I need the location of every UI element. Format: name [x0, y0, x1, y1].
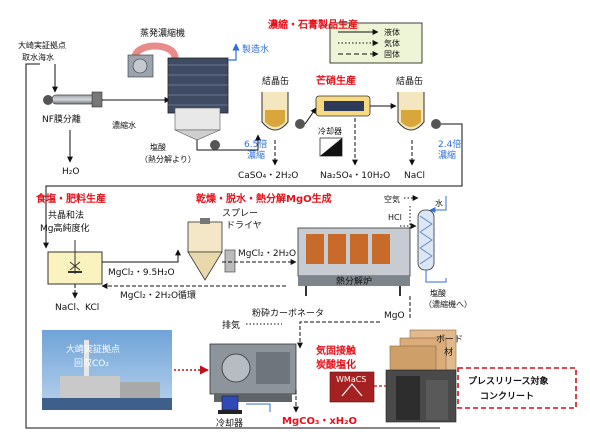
concentration-section-title: 濃縮・石膏製品生産	[268, 18, 358, 31]
salt-to-spray-line	[102, 249, 181, 263]
source-label-1: 大崎実証拠点	[18, 40, 66, 50]
legend-gas: 気体	[384, 38, 400, 48]
conc-water-label: 濃縮水	[112, 120, 136, 130]
legend-liquid: 液体	[384, 27, 400, 37]
crushed-label: 粉砕カーボネータ	[252, 307, 324, 319]
ratio2-line1: 2.4倍	[438, 138, 461, 150]
spray-label-1: スプレー	[222, 208, 258, 219]
pump-icon-3	[431, 119, 441, 129]
hcl-label: HCl	[388, 213, 402, 222]
legend-solid: 固体	[384, 49, 400, 59]
water-line	[429, 196, 447, 213]
carbonator-unit	[209, 343, 297, 402]
cooler-bottom-unit	[218, 395, 242, 414]
crystallizer-1	[261, 92, 289, 131]
water-label: 水	[435, 198, 443, 208]
pyrolysis-furnace	[297, 227, 411, 296]
mgcl2-95-label: MgCl₂・9.5H₂O	[108, 268, 175, 278]
evaporator-unit	[127, 42, 229, 141]
source-label-2: 取水海水	[22, 52, 54, 62]
caso4-label: CaSO₄・2H₂O	[238, 171, 298, 181]
wmacs-label: WMaCS	[336, 375, 366, 384]
seawater-loop-line	[25, 63, 440, 429]
product-water-label: 製造水	[242, 43, 269, 55]
mgcl2-2-label: MgCl₂・2H₂O	[238, 249, 296, 259]
salt-tank	[47, 240, 103, 285]
pump-icon-2	[295, 119, 305, 129]
mgo-to-carbonator-line	[297, 321, 380, 349]
nf-membrane-unit	[43, 91, 103, 108]
recycle-label: MgCl₂・2H₂O循環	[120, 289, 196, 301]
hcl-out-1: 塩酸	[430, 288, 446, 298]
crystallizer-2	[397, 92, 425, 131]
cooler-top-label: 冷却器	[318, 126, 342, 136]
carbonation-title-1: 気固接触	[315, 344, 356, 357]
air-label: 空気	[384, 194, 400, 204]
ratio1-line1: 6.5倍	[244, 138, 267, 150]
photo-label-2: 回収CO₂	[74, 357, 109, 369]
release-label-1: プレスリリース対象	[468, 375, 549, 387]
exhaust-label: 排気	[222, 319, 240, 331]
absorption-column	[417, 209, 435, 271]
release-label-2: コンクリート	[480, 391, 534, 402]
evaporator-to-crystallizer	[196, 134, 261, 151]
board-label-2: 材	[444, 346, 453, 358]
ratio2-line2: 濃縮	[438, 149, 456, 161]
cooler-bottom-label: 冷却器	[216, 417, 243, 429]
wmacs-logo	[329, 371, 375, 403]
photo-label-1: 大崎実証拠点	[66, 343, 120, 355]
salt-section-title: 食塩・肥料生産	[35, 192, 106, 205]
co2-site-photo	[42, 330, 172, 410]
crystallizer-2-label: 結晶缶	[396, 75, 423, 87]
legend: 液体 気体 固体	[329, 22, 423, 64]
board-label-1: ボード	[436, 334, 463, 345]
hcl-note-2: （熱分解より）	[140, 154, 196, 164]
furnace-label: 熱分解炉	[336, 275, 372, 287]
dry-section-title: 乾燥・脱水・熱分解MgO生成	[196, 192, 332, 205]
crystallizer-1-label: 結晶缶	[262, 75, 289, 87]
nacl-top-label: NaCl	[404, 171, 425, 181]
method-label-1: 共晶和法	[48, 209, 84, 221]
ratio1-line2: 濃縮	[247, 149, 265, 161]
cooler-unit	[319, 137, 343, 157]
crystallizer2-to-salt-line	[43, 123, 463, 249]
nf-label: NF膜分離	[42, 113, 81, 125]
press-release-box	[457, 367, 577, 409]
crystallizer-to-mirabilite	[304, 107, 317, 125]
carbonation-title-2: 炭酸塩化	[316, 358, 356, 371]
mgo-label: MgO	[384, 311, 405, 321]
hcl-note-1: 塩酸	[150, 142, 166, 152]
mirabilite-unit	[315, 95, 371, 117]
cooler-water-line	[246, 403, 271, 412]
h2o-label: H₂O	[62, 167, 79, 177]
method-label-2: Mg高純度化	[40, 222, 89, 234]
nacl-kcl-label: NaCl、KCl	[55, 303, 99, 313]
concrete-sample	[385, 369, 457, 423]
hcl-out-line	[425, 270, 447, 283]
pump-icon	[210, 140, 220, 150]
evaporator-label: 蒸発濃縮機	[140, 27, 185, 39]
product-water-line	[228, 43, 240, 61]
spray-label-2: ドライヤ	[226, 220, 262, 231]
mirabilite-section-title: 芒硝生産	[316, 74, 356, 87]
spray-dryer	[187, 218, 236, 281]
na2so4-label: Na₂SO₄・10H₂O	[320, 171, 390, 181]
product-label: MgCO₃・xH₂O	[282, 416, 357, 427]
hcl-out-2: （濃縮機へ）	[424, 299, 472, 309]
